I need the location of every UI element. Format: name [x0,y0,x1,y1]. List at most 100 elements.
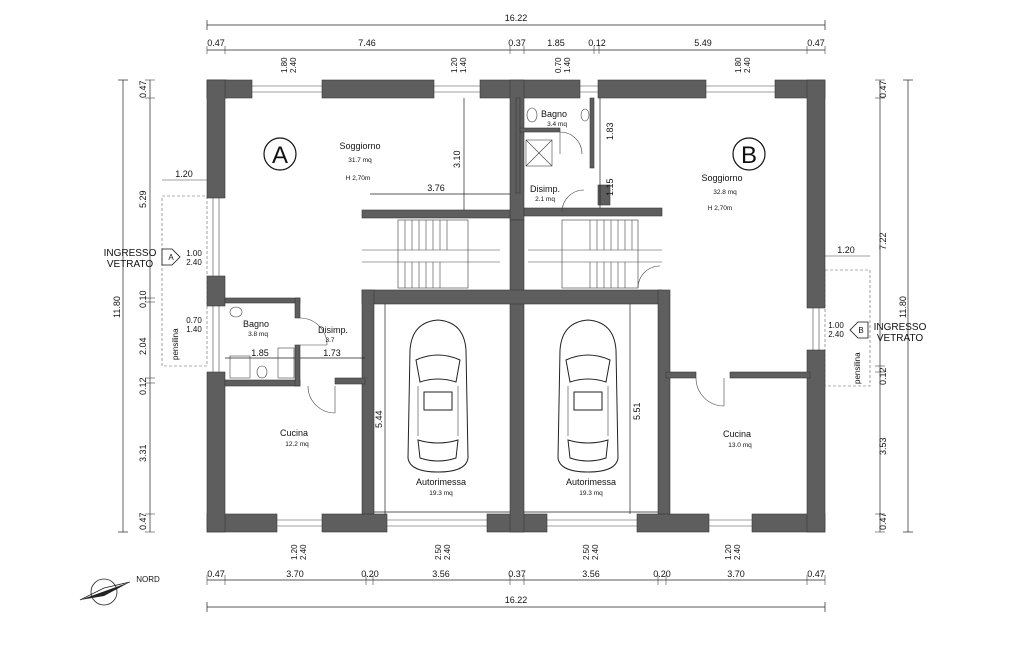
left-seg-3: 0.10 [138,290,148,308]
svg-text:Disimp.: Disimp. [530,184,560,194]
svg-text:3.76: 3.76 [427,183,445,193]
svg-text:1.83: 1.83 [605,122,615,140]
bottom-seg-6: 3.56 [582,569,600,579]
svg-text:3.7: 3.7 [325,337,334,344]
svg-text:2.50: 2.50 [434,544,443,560]
walls [206,79,826,533]
svg-text:VETRATO: VETRATO [107,259,154,270]
top-seg-3: 0.37 [508,38,526,48]
top-dimensions: 16.22 0.47 7.46 0.37 1.85 0.12 5.49 0.47… [206,13,826,73]
svg-text:3.4 mq: 3.4 mq [547,121,567,128]
entry-right: 1.00 2.40 B INGRESSO VETRATO [828,321,926,344]
room-autorimessa-a: Autorimessa 19.3 mq [416,477,466,497]
svg-text:Autorimessa: Autorimessa [566,477,616,487]
svg-text:1.40: 1.40 [459,57,468,73]
entry-right-arrow-icon: B [849,321,869,339]
pensilina-left-label: pensilina [171,328,180,360]
top-seg-5: 0.12 [588,38,606,48]
stairs-left [362,219,500,289]
svg-text:1.40: 1.40 [186,325,202,334]
car-left-icon [407,319,469,473]
top-window-1: 1.80 2.40 [280,57,298,73]
svg-text:2.1 mq: 2.1 mq [535,196,555,203]
svg-text:5.51: 5.51 [632,402,642,420]
top-seg-1: 0.47 [207,38,225,48]
svg-text:Soggiorno: Soggiorno [339,141,380,151]
entry-left: INGRESSO VETRATO A 1.00 2.40 0.70 1.40 [104,248,203,334]
room-bagno-a: Bagno 3.8 mq [243,319,269,338]
window-openings [212,85,820,527]
svg-text:19.3 mq: 19.3 mq [429,490,453,497]
svg-text:1.00: 1.00 [828,321,844,330]
door-swings [299,131,725,414]
room-disimp-a: Disimp. 3.7 [318,325,348,344]
svg-text:2.40: 2.40 [828,330,844,339]
svg-text:Soggiorno: Soggiorno [701,173,742,183]
bottom-seg-8: 3.70 [727,569,745,579]
left-seg-2: 5.29 [138,190,148,208]
right-total-dim: 11.80 [898,296,908,318]
svg-text:INGRESSO: INGRESSO [104,248,157,259]
svg-text:3.10: 3.10 [452,150,462,168]
bottom-seg-4: 3.56 [432,569,450,579]
bottom-seg-5: 0.37 [508,569,526,579]
svg-text:1.20: 1.20 [175,169,193,179]
svg-text:19.3 mq: 19.3 mq [579,490,603,497]
svg-text:Bagno: Bagno [243,319,269,329]
svg-text:Cucina: Cucina [280,428,308,438]
top-seg-6: 5.49 [694,38,712,48]
left-seg-7: 0.47 [138,512,148,530]
svg-text:0.70: 0.70 [186,316,202,325]
left-seg-6: 3.31 [138,444,148,462]
left-dimensions: 11.80 0.47 5.29 0.10 2.04 0.12 3.31 0.47 [112,79,155,533]
bottom-total-dim: 16.22 [505,595,528,605]
svg-text:Disimp.: Disimp. [318,325,348,335]
svg-text:2.40: 2.40 [733,544,742,560]
svg-text:1.80: 1.80 [280,57,289,73]
car-right-icon [557,319,619,473]
svg-text:B: B [741,142,757,169]
right-seg-4: 3.53 [878,437,888,455]
bottom-seg-3: 0.20 [361,569,379,579]
room-soggiorno-a: Soggiorno 31.7 mq H 2,70m [339,141,380,182]
top-seg-2: 7.46 [358,38,376,48]
svg-text:1.80: 1.80 [734,57,743,73]
bottom-seg-2: 3.70 [286,569,304,579]
svg-text:Autorimessa: Autorimessa [416,477,466,487]
room-cucina-a: Cucina 12.2 mq [280,428,309,448]
right-dimensions: 0.47 7.22 0.12 3.53 0.47 11.80 [875,79,913,533]
room-bagno-top: Bagno 3.4 mq [541,109,567,128]
svg-text:3.8 mq: 3.8 mq [248,331,268,338]
svg-text:2.40: 2.40 [186,258,202,267]
svg-text:31.7 mq: 31.7 mq [348,157,372,164]
svg-text:Bagno: Bagno [541,109,567,119]
left-seg-4: 2.04 [138,337,148,355]
svg-text:1.20: 1.20 [837,245,855,255]
left-seg-5: 0.12 [138,377,148,395]
pensilina-left: 1.20 pensilina [161,169,208,367]
svg-text:1.00: 1.00 [186,249,202,258]
svg-text:5.44: 5.44 [374,410,384,428]
bottom-window-4: 1.20 2.40 [724,544,742,560]
svg-text:13.0 mq: 13.0 mq [728,442,752,449]
svg-text:H 2,70m: H 2,70m [346,175,371,182]
bottom-seg-1: 0.47 [207,569,225,579]
svg-text:A: A [168,253,174,262]
svg-text:2.40: 2.40 [299,544,308,560]
bathroom-fixtures [229,107,590,379]
right-seg-1: 0.47 [878,80,888,98]
svg-text:1.15: 1.15 [605,178,615,196]
room-cucina-b: Cucina 13.0 mq [723,429,752,449]
stairs-right [528,219,662,289]
svg-text:1.20: 1.20 [290,544,299,560]
right-seg-3: 0.12 [878,367,888,385]
svg-text:12.2 mq: 12.2 mq [285,441,309,448]
pensilina-right-label: pensilina [853,352,862,384]
interior-dimensions: 3.10 3.76 1.83 1.15 1.85 1.73 5.44 5.51 [225,98,658,514]
left-seg-1: 0.47 [138,80,148,98]
top-total-dim: 16.22 [505,13,528,23]
room-autorimessa-b: Autorimessa 19.3 mq [566,477,616,497]
bottom-window-3: 2.50 2.40 [582,544,600,560]
svg-text:32.8 mq: 32.8 mq [713,189,737,196]
